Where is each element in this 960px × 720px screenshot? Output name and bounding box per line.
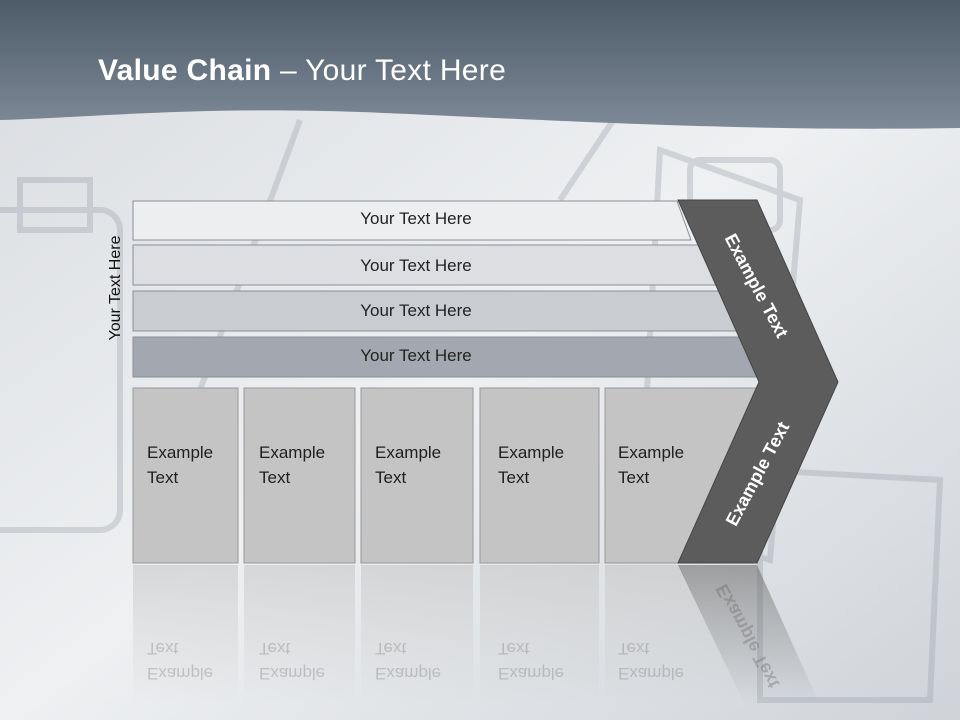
reflection-line2: Text xyxy=(498,639,530,658)
reflection-line2: Text xyxy=(375,639,407,658)
reflection-line1: Example xyxy=(375,664,442,683)
column-label-2-line1: Example xyxy=(259,443,326,462)
column-label-1-reflection: Example Text xyxy=(147,636,247,686)
row-label-3: Your Text Here xyxy=(360,301,472,320)
column-label-4-reflection: Example Text xyxy=(498,636,598,686)
reflection-line1: Example xyxy=(259,664,326,683)
header-band xyxy=(0,0,960,129)
title-rest: – Your Text Here xyxy=(271,54,507,87)
column-label-1-line1: Example xyxy=(147,443,214,462)
reflection-line2: Text xyxy=(259,639,291,658)
row-bar-1 xyxy=(132,200,692,241)
column-label-4-line1: Example xyxy=(498,443,565,462)
column-label-5-reflection: Example Text xyxy=(618,636,718,686)
row-label-4: Your Text Here xyxy=(360,346,472,365)
column-box-2 xyxy=(243,387,356,564)
page-title: Value Chain – Your Text Here xyxy=(98,54,506,88)
reflection-line2: Text xyxy=(147,639,179,658)
row-label-2: Your Text Here xyxy=(360,256,472,275)
row-label-1: Your Text Here xyxy=(360,209,472,228)
column-box-4 xyxy=(479,387,600,564)
column-label-5-line1: Example xyxy=(618,443,685,462)
column-box-1 xyxy=(132,387,239,564)
column-label-3-line2: Text xyxy=(375,468,407,487)
chevron-arrow xyxy=(677,199,839,564)
side-label: Your Text Here xyxy=(107,235,124,341)
column-label-1-line2: Text xyxy=(147,468,179,487)
reflection-line1: Example xyxy=(618,664,685,683)
column-label-3-line1: Example xyxy=(375,443,442,462)
column-label-3-reflection: Example Text xyxy=(375,636,475,686)
reflection-line2: Text xyxy=(618,639,650,658)
column-label-2-line2: Text xyxy=(259,468,291,487)
column-label-2-reflection: Example Text xyxy=(259,636,359,686)
reflection-line1: Example xyxy=(147,664,214,683)
reflection-line1: Example xyxy=(498,664,565,683)
column-label-4-line2: Text xyxy=(498,468,530,487)
column-box-3 xyxy=(360,387,474,564)
title-bold: Value Chain xyxy=(98,54,272,87)
column-label-5-line2: Text xyxy=(618,468,650,487)
